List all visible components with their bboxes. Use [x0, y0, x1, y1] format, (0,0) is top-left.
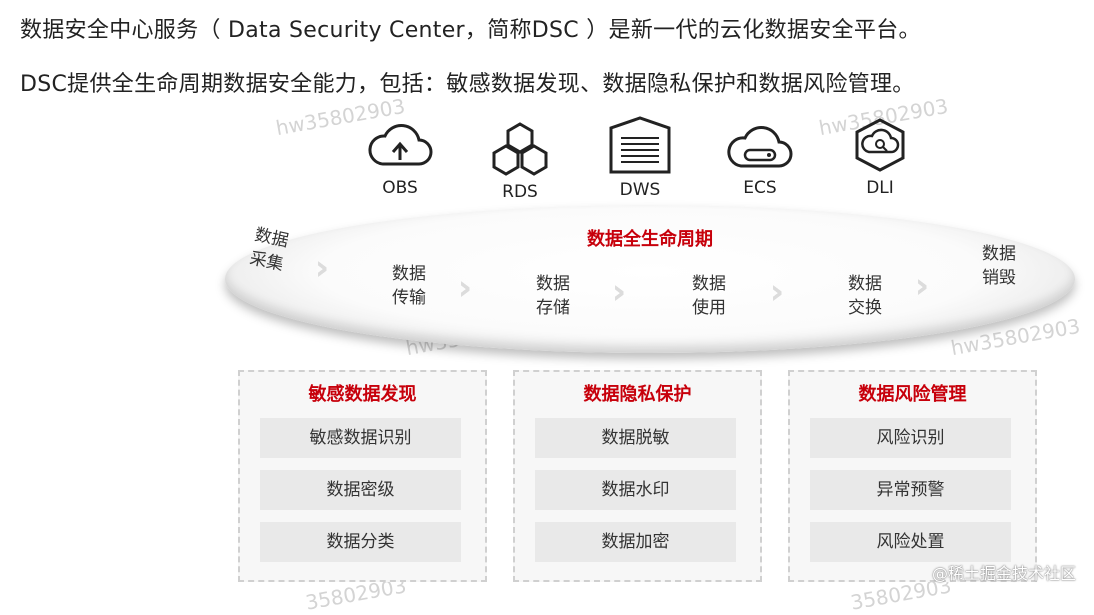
stage-store: 数据 存储 [536, 272, 570, 320]
stage-line: 使用 [692, 296, 726, 320]
stage-line: 交换 [848, 296, 882, 320]
stage-use: 数据 使用 [692, 272, 726, 320]
capability-item: 风险处置 [810, 522, 1011, 562]
stage-line: 数据 [982, 242, 1016, 266]
source-credit: @稀土掘金技术社区 [932, 560, 1076, 584]
capability-item: 数据分类 [260, 522, 461, 562]
stage-line: 数据 [536, 272, 570, 296]
service-obs: OBS [355, 122, 445, 198]
cloud-server-icon [725, 126, 795, 172]
capability-sensitive-discovery: 敏感数据发现 敏感数据识别 数据密级 数据分类 [238, 370, 487, 582]
stage-destroy: 数据 销毁 [982, 242, 1016, 290]
stage-line: 数据 [692, 272, 726, 296]
service-label: DLI [835, 178, 925, 198]
service-ecs: ECS [715, 126, 805, 198]
cloud-search-icon [845, 118, 915, 172]
service-label: ECS [715, 178, 805, 198]
service-dws: DWS [595, 116, 685, 200]
capability-item: 异常预警 [810, 470, 1011, 510]
hexagon-cluster-icon [485, 122, 555, 176]
stage-line: 存储 [536, 296, 570, 320]
service-dli: DLI [835, 118, 925, 198]
capability-title: 数据风险管理 [790, 380, 1035, 406]
service-label: OBS [355, 178, 445, 198]
stage-line: 数据 [392, 262, 426, 286]
service-label: DWS [595, 180, 685, 200]
capability-risk-management: 数据风险管理 风险识别 异常预警 风险处置 [788, 370, 1037, 582]
capability-item: 数据脱敏 [535, 418, 736, 458]
capability-item: 数据密级 [260, 470, 461, 510]
capability-title: 敏感数据发现 [240, 380, 485, 406]
stage-line: 销毁 [982, 266, 1016, 290]
cloud-upload-icon [365, 122, 435, 172]
stage-transfer: 数据 传输 [392, 262, 426, 310]
lifecycle-title: 数据全生命周期 [540, 225, 760, 251]
capability-item: 数据加密 [535, 522, 736, 562]
stage-line: 传输 [392, 286, 426, 310]
capability-item: 敏感数据识别 [260, 418, 461, 458]
stage-exchange: 数据 交换 [848, 272, 882, 320]
capability-item: 数据水印 [535, 470, 736, 510]
capability-title: 数据隐私保护 [515, 380, 760, 406]
service-label: RDS [475, 182, 565, 202]
stage-line: 数据 [848, 272, 882, 296]
capability-item: 风险识别 [810, 418, 1011, 458]
service-rds: RDS [475, 122, 565, 202]
intro-line-2: DSC提供全生命周期数据安全能力，包括：敏感数据发现、数据隐私保护和数据风险管理… [20, 66, 915, 98]
capability-privacy-protection: 数据隐私保护 数据脱敏 数据水印 数据加密 [513, 370, 762, 582]
warehouse-icon [605, 116, 675, 174]
intro-line-1: 数据安全中心服务（ Data Security Center，简称DSC ）是新… [20, 12, 921, 44]
